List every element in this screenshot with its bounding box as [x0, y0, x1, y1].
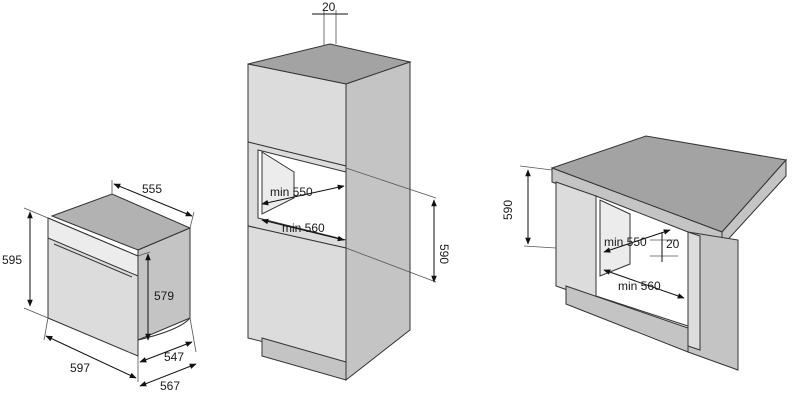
counter-right-panel-edge	[687, 231, 701, 351]
oven-control-strip	[47, 217, 139, 277]
cabinet-niche-height-label: 590	[437, 244, 451, 264]
oven-depth-front-label: 547	[164, 350, 184, 364]
under-counter-drawing: 590 min 550 20 min 560	[501, 135, 787, 371]
cabinet-side-face	[345, 61, 411, 382]
counter-vent-gap-label: 20	[666, 237, 680, 251]
oven-door-handle	[53, 243, 133, 278]
cabinet-gap-label: 20	[322, 0, 336, 14]
oven-depth-total-label: 567	[160, 379, 180, 393]
oven-depth-body-label: 555	[142, 182, 162, 196]
cabinet-plinth	[261, 337, 347, 381]
counter-niche-height-label: 590	[501, 200, 515, 220]
cabinet-niche-depth-label: min 550	[270, 185, 313, 199]
oven-rear-flange	[137, 317, 191, 341]
cabinet-niche-width-label: min 560	[282, 221, 325, 235]
oven-height-label: 595	[2, 253, 22, 267]
oven-inner-height-label: 579	[154, 289, 174, 303]
counter-plinth	[565, 285, 689, 353]
counter-left-panel	[555, 181, 597, 301]
counter-niche-width-label: min 560	[618, 279, 661, 293]
tall-cabinet-drawing: 20 min 550 min 560 590	[247, 0, 451, 382]
oven-drawing: 595 555 579 597 547 567	[2, 180, 197, 393]
counter-niche-depth-label: min 550	[604, 235, 647, 249]
oven-width-label: 597	[70, 361, 90, 375]
